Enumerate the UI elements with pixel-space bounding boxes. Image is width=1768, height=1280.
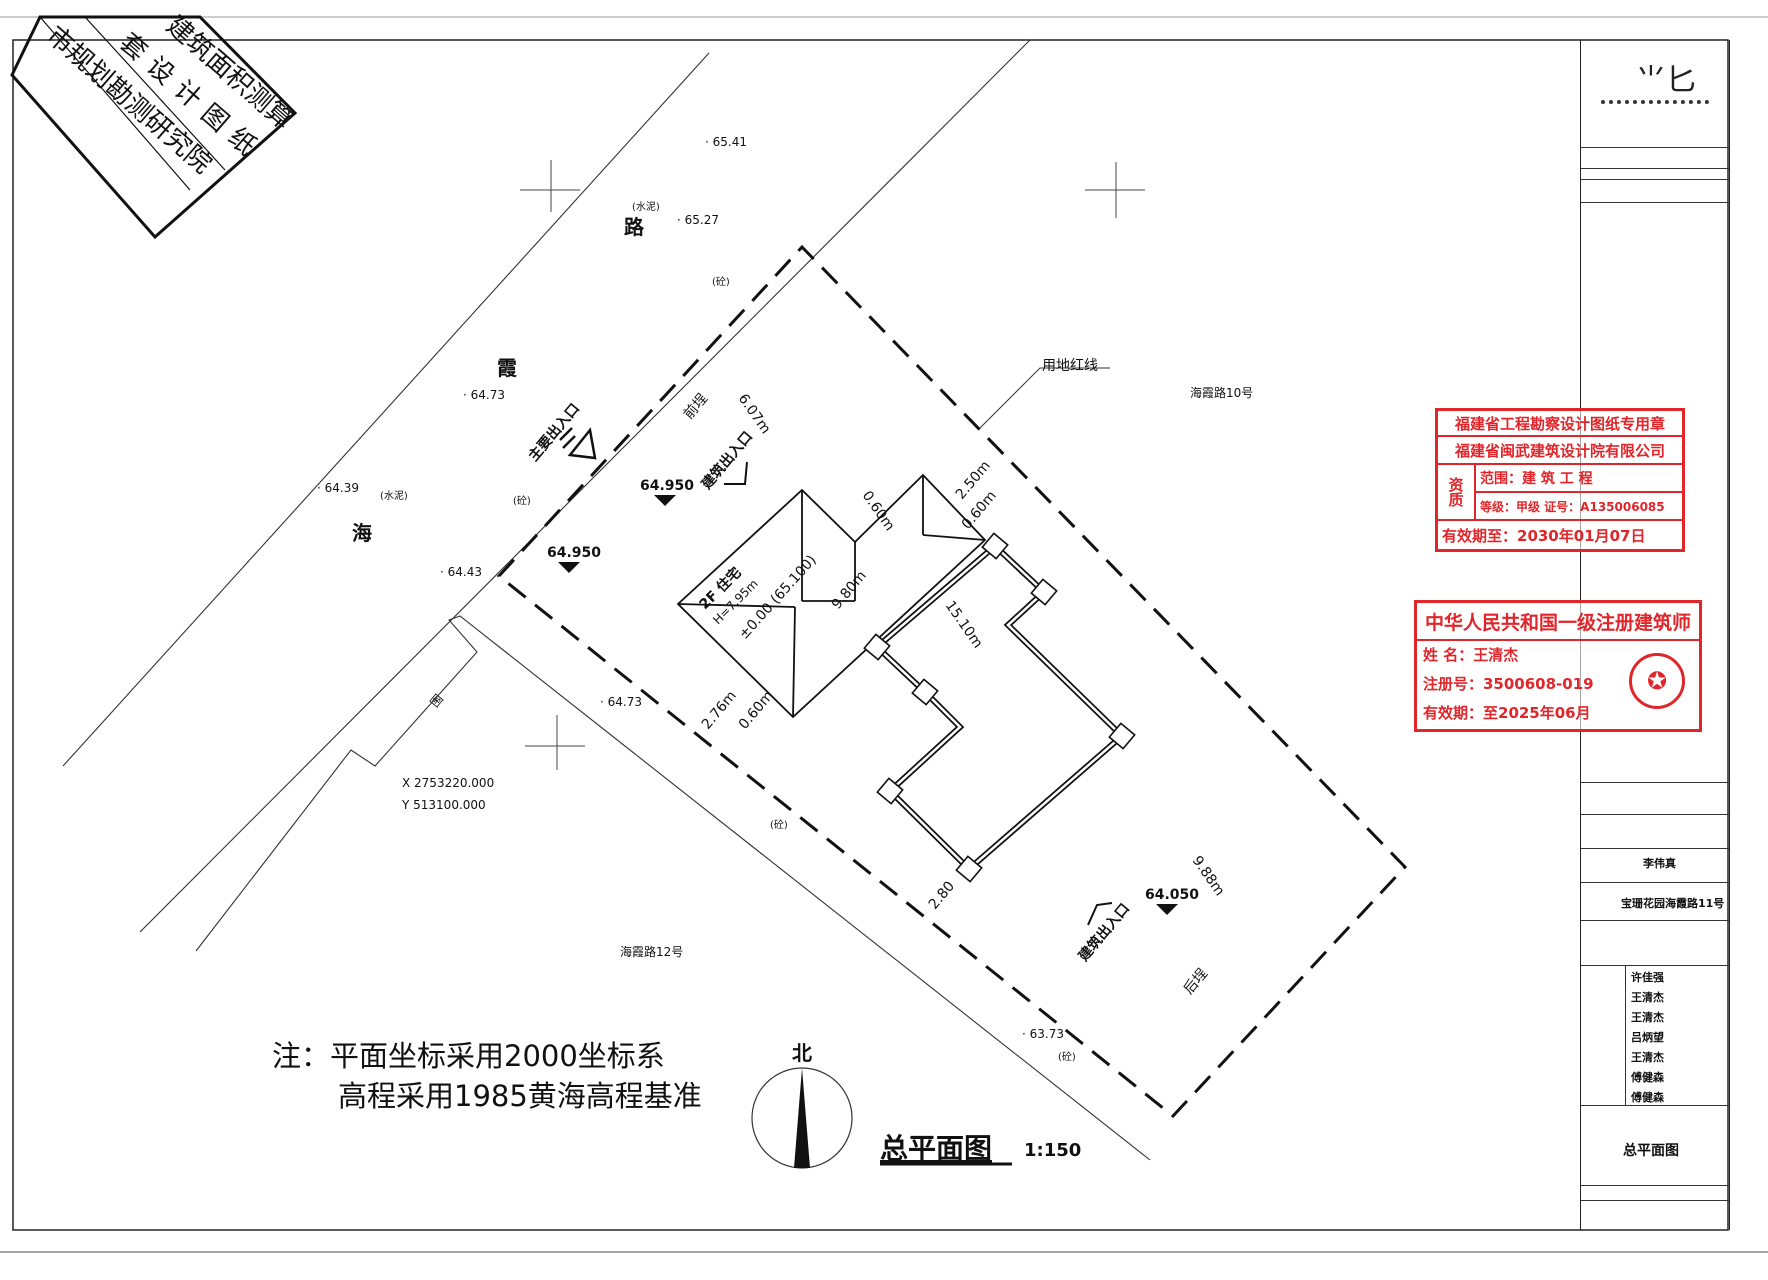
neighbor-south-label: 海霞路12号 <box>620 944 683 959</box>
architect-reg-no: 注册号：3500608-019 <box>1423 675 1594 693</box>
stamp-qualification-label: 资质 <box>1438 465 1476 519</box>
dimension-label: 6.07m <box>735 391 774 437</box>
stamp-title: 中华人民共和国一级注册建筑师 <box>1417 603 1699 641</box>
dimension-label: 2.80 <box>926 878 958 912</box>
stamp-company: 福建省闽武建筑设计院有限公司 <box>1438 437 1682 465</box>
tb-row <box>1581 782 1729 783</box>
stamp-scope: 范围：建 筑 工 程 <box>1476 465 1682 493</box>
firm-name-illegible <box>1601 100 1709 110</box>
building-entrance-label: 建筑出入口 <box>698 428 756 493</box>
surface-label: (砼) <box>513 494 531 507</box>
survey-watermark-stamp: 建筑面积测算 套设计图纸 市规划勘测研究院 <box>10 11 298 240</box>
dimension-label: 15.10m <box>942 598 986 651</box>
signer: 王清杰 <box>1631 991 1664 1004</box>
road-edges <box>62 39 1151 1161</box>
wall-label: 围 <box>428 692 446 710</box>
spot-elevation: · 64.43 <box>440 565 482 579</box>
signer: 王清杰 <box>1631 1011 1664 1024</box>
signer: 吕炳望 <box>1631 1031 1664 1044</box>
title-block: ⺌⼔ 李伟真 宝珊花园海霞路11号 许佳强 王清杰 王清杰 吕炳望 王清杰 傅健… <box>1580 40 1730 1230</box>
firm-logo-icon: ⺌⼔ <box>1636 63 1696 98</box>
tb-row <box>1581 848 1729 849</box>
signer: 傅健森 <box>1631 1071 1664 1084</box>
signer: 傅健森 <box>1631 1091 1664 1104</box>
surface-label: (砼) <box>712 275 730 288</box>
level-label: 64.950 <box>640 478 694 494</box>
project-name: 宝珊花园海霞路11号 <box>1621 897 1725 910</box>
building-roof-outline <box>676 473 987 719</box>
main-entrance-arrow-icon <box>559 427 597 460</box>
north-label: 北 <box>792 1041 812 1065</box>
note-line-1: 注：平面坐标采用2000坐标系 <box>272 1039 665 1073</box>
level-triangle-icon <box>1156 904 1178 915</box>
road-name-char-3: 海 <box>352 521 372 545</box>
courtyard-wall <box>863 532 1136 883</box>
registered-architect-stamp: 中华人民共和国一级注册建筑师 姓 名：王清杰 注册号：3500608-019 有… <box>1414 600 1702 732</box>
tb-row <box>1581 179 1729 203</box>
tb-drawing-name: 总平面图 <box>1623 1143 1679 1159</box>
road-surface-label: (水泥) <box>380 489 408 502</box>
road-name-char-2: 霞 <box>497 356 518 380</box>
road-surface-label: (水泥) <box>632 200 660 213</box>
tb-row <box>1581 147 1729 169</box>
tb-row <box>1581 1105 1729 1106</box>
dimension-label: 0.60m <box>859 488 898 534</box>
stamp-grade: 等级：甲级 证号：A135006085 <box>1480 499 1665 514</box>
spot-elevation: · 63.73 <box>1022 1027 1064 1041</box>
level-triangle-icon <box>558 562 580 573</box>
level-label: 64.950 <box>547 545 601 561</box>
stamp-title: 福建省工程勘察设计图纸专用章 <box>1438 411 1682 437</box>
red-line-label: 用地红线 <box>1042 358 1098 374</box>
tb-row <box>1581 920 1729 921</box>
front-yard-label: 前埕 <box>680 390 711 422</box>
national-emblem-seal-icon: ✪ <box>1629 653 1685 709</box>
design-qualification-stamp: 福建省工程勘察设计图纸专用章 福建省闽武建筑设计院有限公司 资质 范围：建 筑 … <box>1435 408 1685 552</box>
surface-label: (砼) <box>770 818 788 831</box>
tb-row <box>1581 202 1729 823</box>
drawing-frame <box>12 39 1729 1231</box>
architect-validity: 有效期：至2025年06月 <box>1423 704 1591 722</box>
dimension-label: 9.80m <box>829 568 870 613</box>
tb-row <box>1581 168 1729 180</box>
dimension-label: 0.60m <box>736 688 777 733</box>
road-name-char-1: 路 <box>624 215 645 239</box>
tb-row <box>1581 882 1729 883</box>
architect-name: 姓 名：王清杰 <box>1423 646 1519 664</box>
entrance-marker-icon <box>724 461 748 485</box>
coordinate-x: X 2753220.000 <box>402 776 494 790</box>
site-red-line-boundary <box>496 244 1408 1119</box>
level-triangle-icon <box>654 495 676 506</box>
red-line-leader <box>979 367 1110 429</box>
neighbor-north-label: 海霞路10号 <box>1190 385 1253 400</box>
stamp-validity: 有效期至：2030年01月07日 <box>1442 526 1646 545</box>
spot-elevation: · 64.73 <box>463 388 505 402</box>
spot-elevation: · 64.39 <box>317 481 359 495</box>
signature-table: 许佳强 王清杰 王清杰 吕炳望 王清杰 傅健森 傅健森 <box>1581 965 1729 1106</box>
grid-crosshairs <box>520 160 1145 770</box>
entrance-marker-icon <box>1087 902 1113 926</box>
spot-elevation: · 64.73 <box>600 695 642 709</box>
north-arrow-icon: 北 <box>751 1041 853 1169</box>
drawing-scale: 1:150 <box>1024 1140 1081 1161</box>
back-yard-label: 后埕 <box>1181 966 1211 998</box>
note-line-2: 高程采用1985黄海高程基准 <box>338 1079 702 1113</box>
spot-elevation: · 65.41 <box>705 135 747 149</box>
dimension-label: 2.76m <box>699 688 740 733</box>
tb-row <box>1581 1200 1729 1201</box>
tb-row <box>1581 814 1729 815</box>
signer: 许佳强 <box>1631 971 1664 984</box>
signer: 王清杰 <box>1631 1051 1664 1064</box>
spot-elevation: · 65.27 <box>677 213 719 227</box>
building-entrance-label: 建筑出入口 <box>1075 900 1133 965</box>
tb-row <box>1581 1185 1729 1186</box>
level-label: 64.050 <box>1145 887 1199 903</box>
coordinate-y: Y 513100.000 <box>401 798 486 812</box>
surface-label: (砼) <box>1058 1050 1076 1063</box>
drawing-title: 总平面图 <box>880 1132 992 1165</box>
client-name: 李伟真 <box>1643 857 1676 870</box>
